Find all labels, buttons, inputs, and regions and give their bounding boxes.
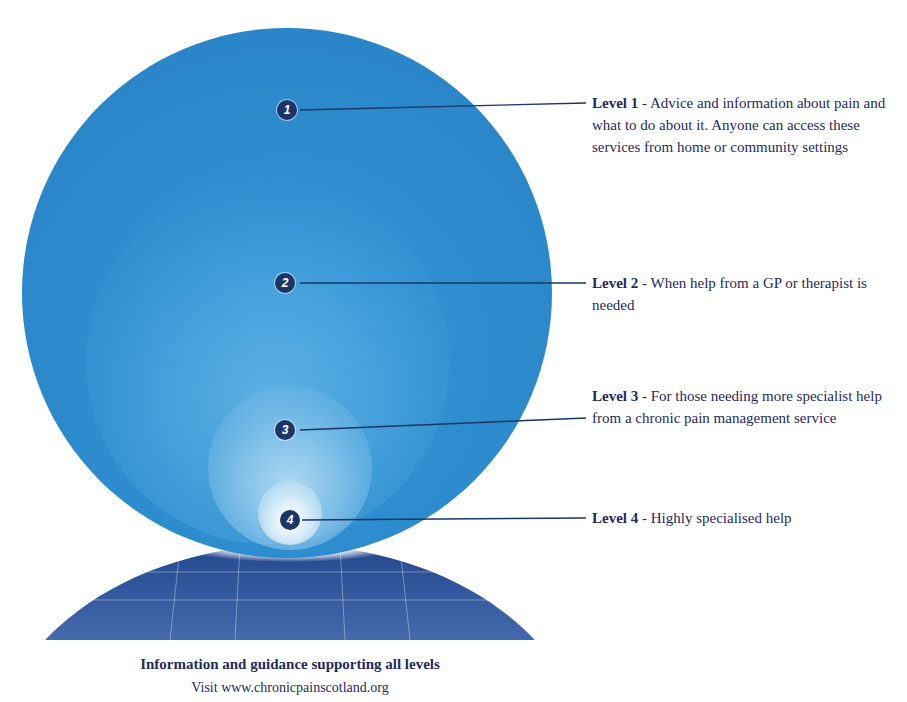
level-description: Level 1 - Advice and information about p… [592, 92, 892, 158]
level-circle: 34 [208, 386, 372, 550]
level-description: Level 3 - For those needing more special… [592, 385, 892, 429]
callout-number: 1 [277, 100, 297, 120]
level-circle: 4 [258, 481, 322, 545]
level-circle: 2 3 4 [86, 180, 450, 544]
level-circle: 1234 [22, 28, 552, 558]
callout-number: 3 [275, 420, 295, 440]
callout-number: 2 [275, 273, 295, 293]
level-description: Level 2 - When help from a GP or therapi… [592, 272, 887, 316]
callout-number: 4 [280, 510, 300, 530]
caption: Information and guidance supporting all … [40, 656, 540, 673]
website-note: Visit www.chronicpainscotland.org [40, 680, 540, 696]
level-description: Level 4 - Highly specialised help [592, 507, 892, 529]
